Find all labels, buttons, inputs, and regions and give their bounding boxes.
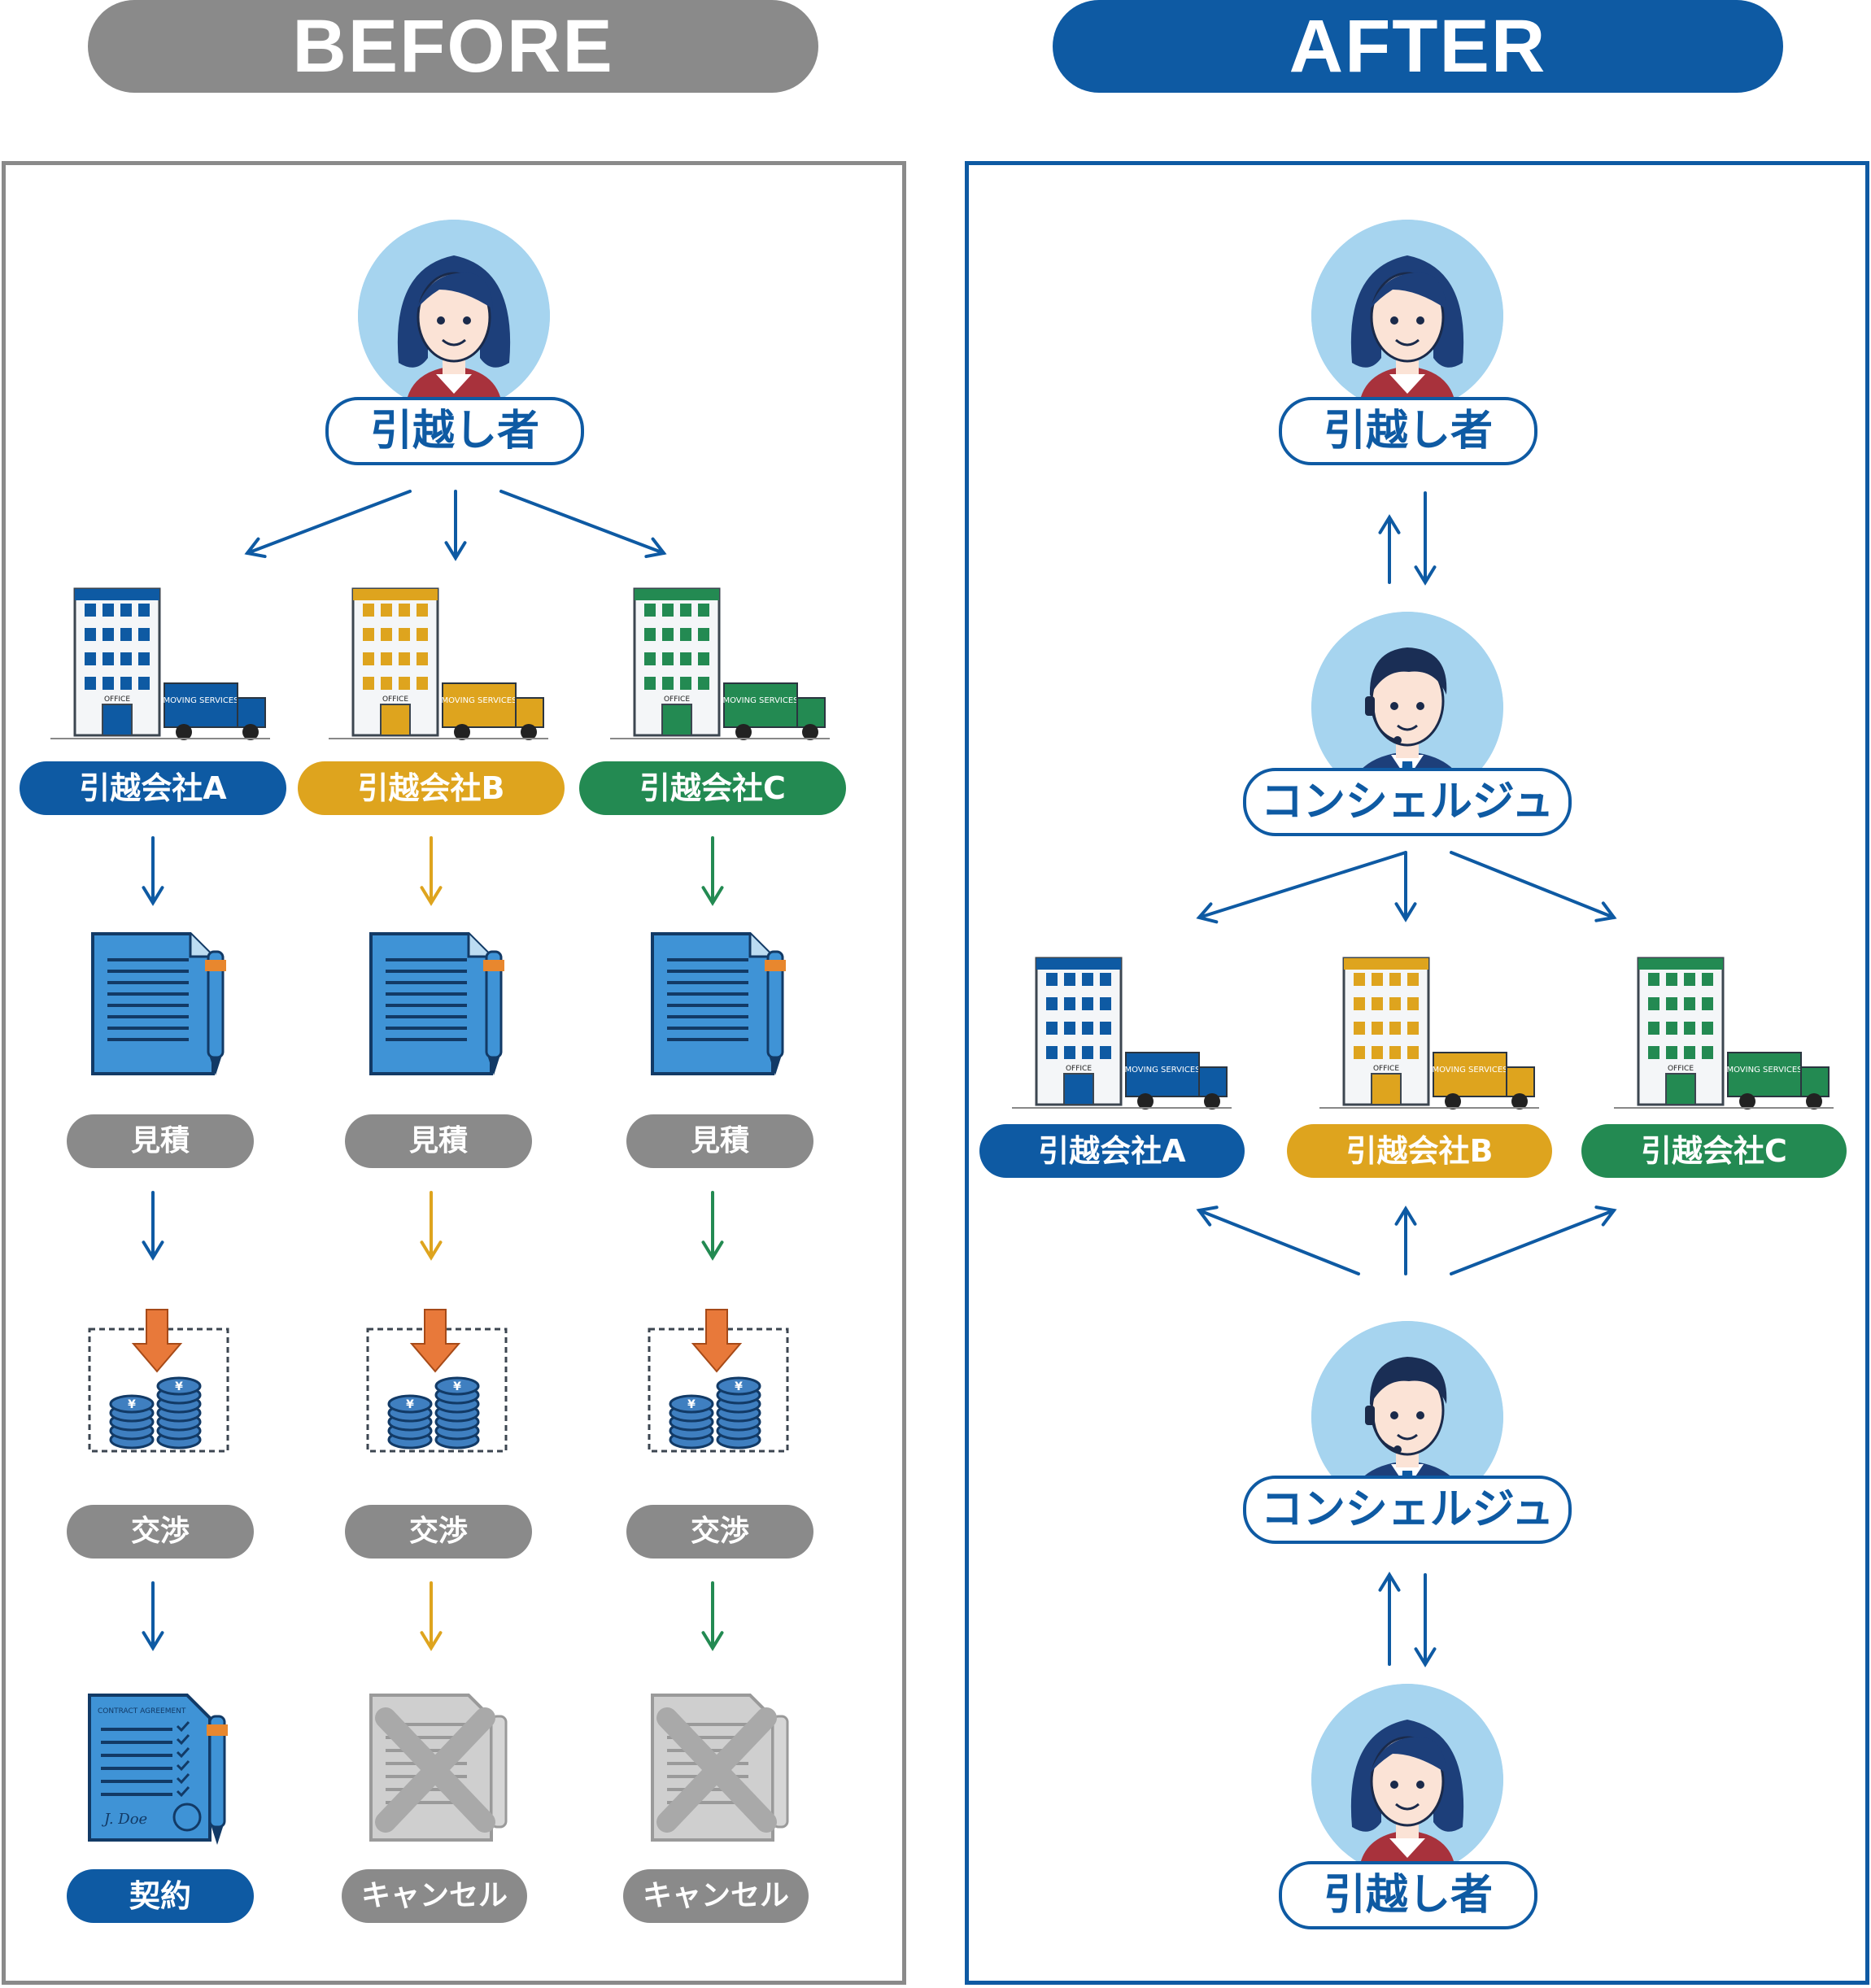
company-label: 引越会社A <box>979 1124 1245 1178</box>
contract-signed-icon: CONTRACT AGREEMENT J. Doe <box>81 1689 236 1855</box>
negotiate-label: 交渉 <box>626 1505 813 1559</box>
svg-text:OFFICE: OFFICE <box>664 695 690 704</box>
svg-text:¥: ¥ <box>406 1398 414 1411</box>
company-building-icon: OFFICE MOVING SERVICES <box>979 948 1240 1123</box>
company-building-icon: OFFICE MOVING SERVICES <box>18 579 278 753</box>
after-panel <box>965 161 1869 1985</box>
cancel-label: キャンセル <box>623 1869 809 1923</box>
svg-text:¥: ¥ <box>687 1398 696 1411</box>
negotiation-coins-icon: ¥¥ <box>638 1301 792 1459</box>
mover-label: 引越し者 <box>325 397 584 465</box>
svg-text:OFFICE: OFFICE <box>104 695 130 704</box>
svg-text:MOVING SERVICES: MOVING SERVICES <box>441 696 517 705</box>
negotiate-label: 交渉 <box>345 1505 532 1559</box>
svg-text:MOVING SERVICES: MOVING SERVICES <box>163 696 238 705</box>
before-panel <box>2 161 906 1985</box>
company-label: 引越会社C <box>579 761 846 815</box>
mover-avatar <box>358 220 550 412</box>
negotiate-label: 交渉 <box>67 1505 254 1559</box>
company-building-icon: OFFICE MOVING SERVICES <box>296 579 556 753</box>
negotiation-coins-icon: ¥¥ <box>356 1301 511 1459</box>
after-header: AFTER <box>1053 0 1783 93</box>
contract-label: 契約 <box>67 1869 254 1923</box>
svg-text:MOVING SERVICES: MOVING SERVICES <box>1432 1066 1507 1075</box>
quote-label: 見積 <box>67 1114 254 1168</box>
svg-text:OFFICE: OFFICE <box>1668 1065 1694 1073</box>
concierge-label-top: コンシェルジュ <box>1243 768 1572 836</box>
company-label: 引越会社B <box>298 761 565 815</box>
quote-document-icon <box>85 927 239 1085</box>
svg-text:OFFICE: OFFICE <box>1373 1065 1399 1073</box>
company-label: 引越会社C <box>1581 1124 1847 1178</box>
svg-text:CONTRACT AGREEMENT: CONTRACT AGREEMENT <box>98 1707 186 1716</box>
quote-label: 見積 <box>626 1114 813 1168</box>
cancel-label: キャンセル <box>342 1869 527 1923</box>
svg-text:OFFICE: OFFICE <box>382 695 408 704</box>
svg-text:J. Doe: J. Doe <box>101 1811 147 1828</box>
quote-label: 見積 <box>345 1114 532 1168</box>
quote-document-icon <box>363 927 517 1085</box>
concierge-label-bottom: コンシェルジュ <box>1243 1476 1572 1544</box>
svg-text:¥: ¥ <box>128 1398 136 1411</box>
svg-text:MOVING SERVICES: MOVING SERVICES <box>1124 1066 1200 1075</box>
company-label: 引越会社A <box>20 761 286 815</box>
cancelled-document-icon <box>363 1689 517 1855</box>
svg-text:MOVING SERVICES: MOVING SERVICES <box>1726 1066 1802 1075</box>
before-header: BEFORE <box>88 0 818 93</box>
mover-label-bottom: 引越し者 <box>1279 1861 1537 1929</box>
svg-text:¥: ¥ <box>175 1380 183 1393</box>
quote-document-icon <box>644 927 799 1085</box>
company-building-icon: OFFICE MOVING SERVICES <box>1287 948 1547 1123</box>
cancelled-document-icon <box>644 1689 799 1855</box>
mover-avatar-bottom <box>1311 1684 1503 1876</box>
svg-text:¥: ¥ <box>453 1380 461 1393</box>
company-building-icon: OFFICE MOVING SERVICES <box>578 579 838 753</box>
mover-avatar-top <box>1311 220 1503 412</box>
svg-text:OFFICE: OFFICE <box>1066 1065 1092 1073</box>
negotiation-coins-icon: ¥¥ <box>78 1301 233 1459</box>
company-label: 引越会社B <box>1287 1124 1552 1178</box>
mover-label-top: 引越し者 <box>1279 397 1537 465</box>
svg-text:MOVING SERVICES: MOVING SERVICES <box>722 696 798 705</box>
company-building-icon: OFFICE MOVING SERVICES <box>1581 948 1842 1123</box>
svg-text:¥: ¥ <box>735 1380 743 1393</box>
